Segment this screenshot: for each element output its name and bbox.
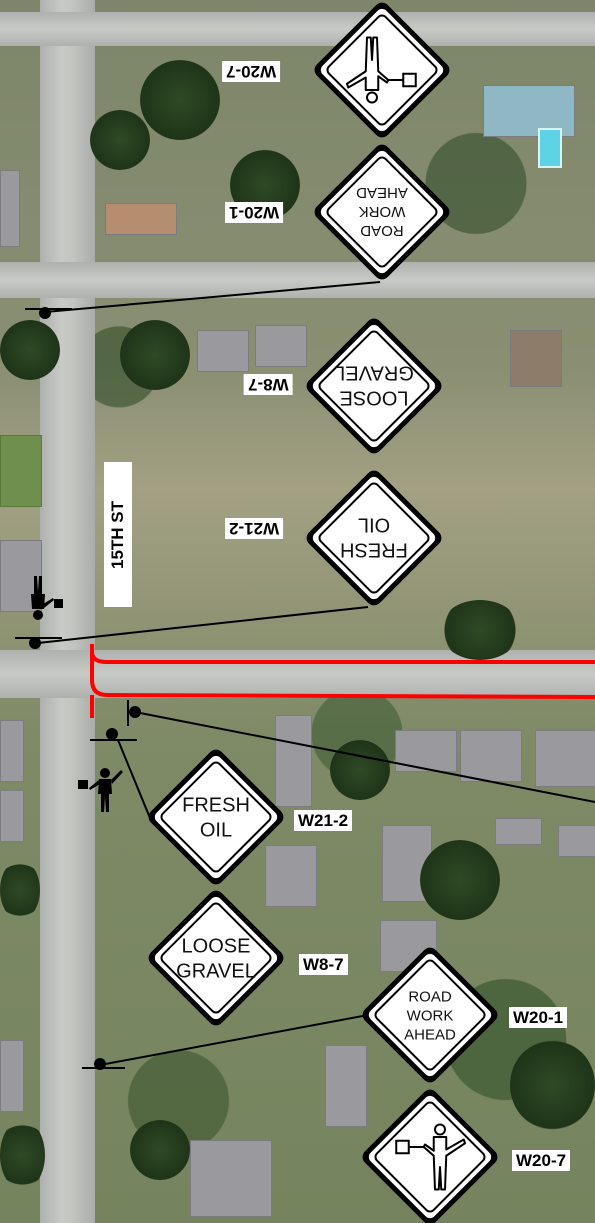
sign-text-line: WORK (407, 1007, 454, 1024)
warning-sign-diamond: LOOSE GRAVEL (306, 318, 442, 454)
leader-line (117, 739, 151, 819)
sign-text-line: AHEAD (404, 1026, 456, 1043)
house-roof (535, 730, 595, 787)
work-zone-outline-south (90, 644, 595, 699)
flagger-icon (31, 576, 63, 620)
house-roof (105, 203, 177, 235)
sign-code-label: W20-7 (512, 1150, 571, 1171)
leader-line (44, 281, 381, 313)
sign-code-label: W20-7 (222, 61, 281, 82)
sign-post-marker (127, 700, 141, 726)
sign-text-line: ROAD (408, 988, 452, 1005)
sign-post-marker (15, 637, 62, 649)
sign-text-line: FRESH (340, 539, 408, 561)
house-roof (510, 330, 562, 387)
road-15th-st (40, 0, 95, 1223)
tree (0, 860, 40, 920)
cross-street-upper (0, 262, 595, 298)
lawn (0, 435, 42, 507)
tree (510, 1040, 595, 1130)
warning-sign-diamond: FRESH OIL (306, 470, 442, 606)
tree (130, 1120, 190, 1180)
leader-line (99, 1014, 369, 1066)
warning-sign-diamond: ROAD WORK AHEAD (314, 144, 450, 280)
house-roof (190, 1140, 272, 1217)
flagger-icon (395, 1123, 466, 1191)
tree (420, 840, 500, 920)
sign-post-marker (82, 1058, 125, 1070)
house-roof (0, 790, 24, 842)
tree (0, 320, 60, 380)
house-roof (197, 330, 249, 372)
house-roof (0, 1040, 24, 1112)
sign-text-line: OIL (200, 820, 232, 842)
cross-street-work-zone (0, 650, 595, 698)
sign-text-line: LOOSE (340, 387, 409, 409)
tree (140, 60, 220, 140)
sign-text-line: WORK (359, 203, 406, 220)
tree (0, 1120, 45, 1190)
tree (120, 320, 190, 390)
flagger-icon (346, 36, 417, 104)
warning-sign-diamond: FRESH OIL (148, 749, 284, 885)
flagger-icon (78, 768, 123, 812)
sign-code-label: W8-7 (244, 374, 293, 395)
street-label: 15TH ST (104, 462, 132, 607)
house-roof (325, 1045, 367, 1127)
sign-text-line: AHEAD (356, 184, 408, 201)
leader-line (37, 606, 369, 644)
sign-text-line: OIL (358, 514, 390, 536)
warning-sign-diamond: ROAD WORK AHEAD (362, 947, 498, 1083)
sign-code-label: W20-1 (225, 202, 284, 223)
house-roof (460, 730, 522, 782)
sign-code-label: W8-7 (299, 954, 348, 975)
warning-sign-diamond: LOOSE GRAVEL (148, 890, 284, 1026)
sign-text-line: GRAVEL (176, 961, 256, 983)
leader-line (134, 711, 595, 803)
cross-street-top (0, 12, 595, 46)
work-zone-outline-north (90, 644, 595, 664)
street-name: 15TH ST (108, 500, 127, 569)
house-roof (0, 720, 24, 782)
house-roof (255, 325, 307, 367)
sign-code-label: W21-2 (294, 810, 353, 831)
tree (90, 110, 150, 170)
swimming-pool (538, 128, 562, 168)
house-roof (275, 715, 312, 807)
warning-sign-diamond (362, 1089, 498, 1223)
sign-text-line: ROAD (360, 222, 404, 239)
sign-text-line: GRAVEL (334, 362, 414, 384)
tree (440, 600, 520, 660)
house-roof (558, 825, 595, 857)
warning-sign-diamond (314, 2, 450, 138)
sign-post-marker (25, 307, 72, 319)
house-roof (265, 845, 317, 907)
sign-code-label: W21-2 (225, 518, 284, 539)
sign-text-line: FRESH (182, 795, 250, 817)
sign-text-line: LOOSE (182, 936, 251, 958)
sign-post-marker (90, 728, 137, 741)
house-roof (495, 818, 542, 845)
tree (330, 740, 390, 800)
house-roof (0, 170, 20, 247)
sign-code-label: W20-1 (509, 1007, 568, 1028)
